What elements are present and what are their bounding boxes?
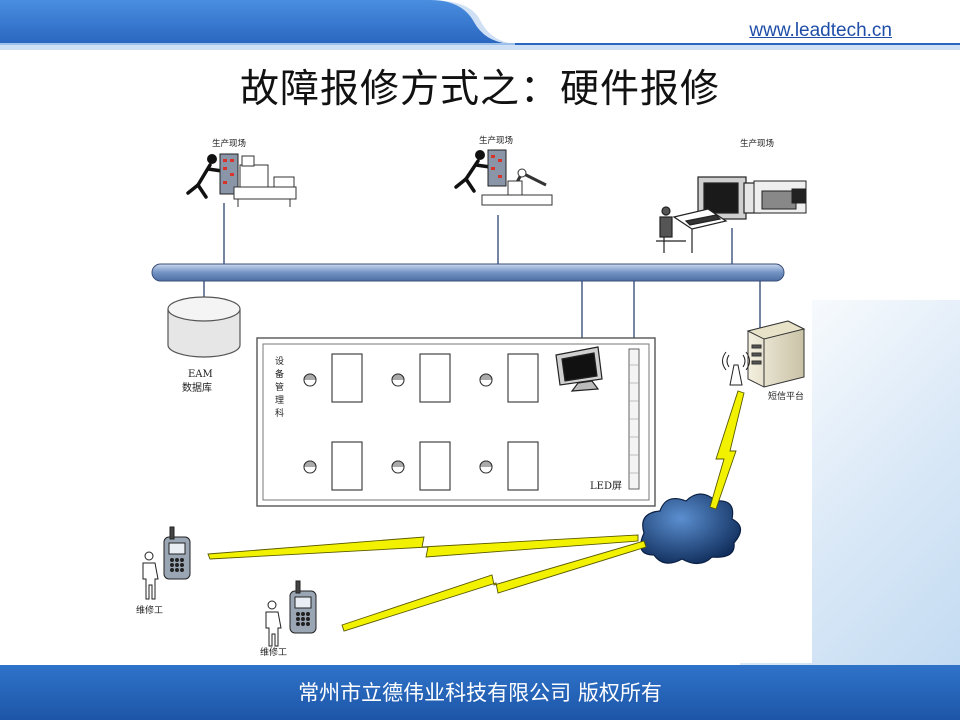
robot-arm-icon xyxy=(481,168,553,206)
person-outline-icon xyxy=(265,600,282,647)
slide-title: 故障报修方式之：硬件报修 xyxy=(239,67,720,112)
svg-text:设: 设 xyxy=(275,356,284,367)
wireless-signal-bolt xyxy=(207,390,745,632)
office-room xyxy=(256,337,656,507)
control-cabinet-icon xyxy=(487,149,507,187)
network-bus xyxy=(151,263,785,282)
footer-bar: 常州市立德伟业科技有限公司 版权所有 xyxy=(0,665,960,720)
svg-text:管: 管 xyxy=(275,381,284,393)
network-diagram: 生产现场 生产现场 生产现场 xyxy=(132,133,812,663)
db-label-eam: EAM xyxy=(188,369,213,380)
server-icon xyxy=(746,320,806,388)
db-label-database: 数据库 xyxy=(182,381,212,394)
worker-label-1: 维修工 xyxy=(136,604,163,616)
network-cloud-icon xyxy=(640,493,742,565)
production-site-1 xyxy=(186,153,297,207)
svg-text:理: 理 xyxy=(275,395,284,406)
mobile-phone-icon xyxy=(289,580,317,634)
desk-chair-group xyxy=(303,353,539,491)
desk-operator-icon xyxy=(656,206,728,253)
svg-text:科: 科 xyxy=(275,407,284,419)
led-label: LED屏 xyxy=(590,480,622,492)
production-site-2 xyxy=(454,149,553,206)
sms-platform-label: 短信平台 xyxy=(768,390,804,402)
site-label-2: 生产现场 xyxy=(479,135,513,146)
antenna-icon xyxy=(722,351,750,386)
header-band xyxy=(0,0,960,50)
website-link[interactable]: www.leadtech.cn xyxy=(749,20,892,41)
worker-label-2: 维修工 xyxy=(260,646,287,658)
footer-copyright: 常州市立德伟业科技有限公司 版权所有 xyxy=(298,681,662,705)
machine-tool-icon xyxy=(233,155,297,207)
office-monitor-icon xyxy=(555,346,603,392)
mobile-phone-icon xyxy=(163,526,191,580)
person-outline-icon xyxy=(142,551,159,600)
svg-text:备: 备 xyxy=(275,368,284,380)
dept-label: 设 备 管 理 科 xyxy=(275,356,284,419)
site-label-3: 生产现场 xyxy=(740,138,774,149)
production-site-3 xyxy=(656,176,807,253)
workstation-device-icon xyxy=(753,180,807,214)
database-icon xyxy=(167,296,241,358)
repair-worker-2: 维修工 xyxy=(260,580,317,658)
repair-worker-1: 维修工 xyxy=(136,526,191,616)
site-label-1: 生产现场 xyxy=(212,138,246,149)
chair-icon xyxy=(303,373,493,474)
